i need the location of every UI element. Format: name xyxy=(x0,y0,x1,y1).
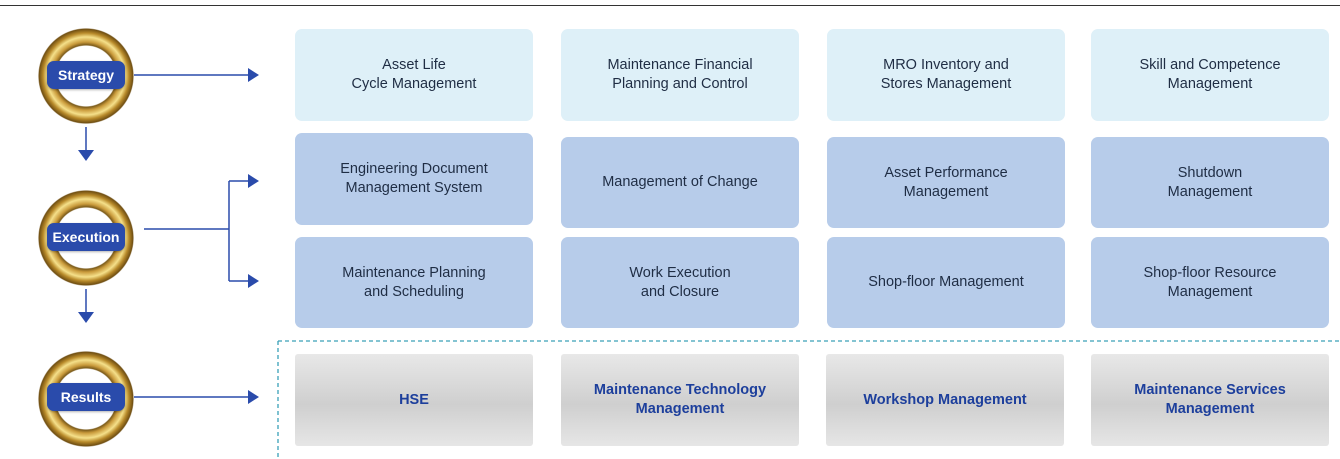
stage-label-strategy: Strategy xyxy=(47,61,125,89)
box-asset-life-cycle: Asset Life Cycle Management xyxy=(295,29,533,121)
arrowhead-down-1 xyxy=(78,150,94,161)
box-asset-performance: Asset Performance Management xyxy=(827,137,1065,228)
box-shop-floor-resource: Shop-floor Resource Management xyxy=(1091,237,1329,328)
arrowhead-execution-1 xyxy=(248,174,259,188)
stage-label-execution: Execution xyxy=(47,223,125,251)
arrowhead-execution-2 xyxy=(248,274,259,288)
box-shop-floor-management: Shop-floor Management xyxy=(827,237,1065,328)
box-maintenance-planning: Maintenance Planning and Scheduling xyxy=(295,237,533,328)
box-mro-inventory: MRO Inventory and Stores Management xyxy=(827,29,1065,121)
box-maintenance-technology: Maintenance Technology Management xyxy=(561,354,799,446)
box-skill-competence: Skill and Competence Management xyxy=(1091,29,1329,121)
box-engineering-document: Engineering Document Management System xyxy=(295,133,533,225)
stage-label-results: Results xyxy=(47,383,125,411)
box-maintenance-services: Maintenance Services Management xyxy=(1091,354,1329,446)
box-shutdown: Shutdown Management xyxy=(1091,137,1329,228)
box-hse: HSE xyxy=(295,354,533,446)
arrowhead-results xyxy=(248,390,259,404)
box-maintenance-financial: Maintenance Financial Planning and Contr… xyxy=(561,29,799,121)
top-rule xyxy=(0,5,1340,6)
box-work-execution: Work Execution and Closure xyxy=(561,237,799,328)
box-workshop-management: Workshop Management xyxy=(826,354,1064,446)
arrowhead-down-2 xyxy=(78,312,94,323)
arrowhead-strategy xyxy=(248,68,259,82)
box-management-of-change: Management of Change xyxy=(561,137,799,228)
